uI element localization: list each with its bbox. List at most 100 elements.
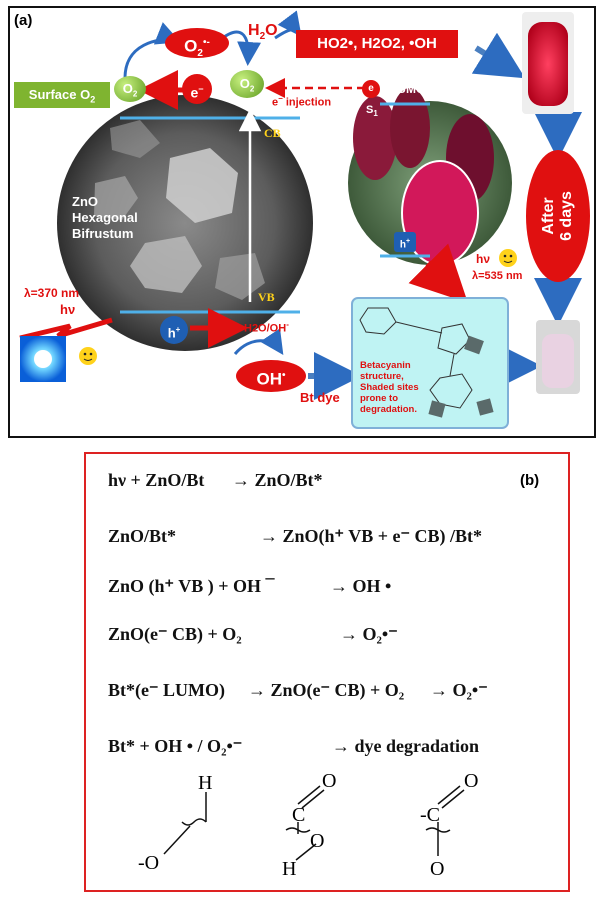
homo-label: HOMO	[378, 262, 416, 276]
s0-sub: 0	[373, 251, 378, 261]
e-injection-label: e− injection	[272, 94, 331, 109]
superoxide-sub: 2	[197, 48, 203, 60]
hole-ball: h+	[160, 316, 188, 344]
s0-label: S0	[366, 246, 378, 260]
vb-label: VB	[258, 290, 275, 304]
betacyanin-line2: structure,	[360, 371, 404, 382]
mechanism-diagram	[19, 10, 590, 429]
surface-o2-box: Surface O2	[14, 82, 110, 108]
fragment-1-o: -O	[138, 852, 160, 874]
faded-vial-image	[536, 320, 580, 394]
bt-dye-label: Bt dye	[300, 390, 340, 405]
electron-label: e	[190, 84, 199, 101]
equation-6-right: → dye degradation	[332, 736, 480, 756]
equation-5: Bt*(e⁻ LUMO) → ZnO(e⁻ CB) + O₂ → O₂•⁻	[108, 680, 488, 701]
equation-4-right: → O₂•⁻	[340, 624, 398, 644]
smiley-sun-icon	[79, 347, 97, 365]
fragment-1-h: H	[198, 772, 213, 794]
s1-label: S1	[366, 104, 378, 118]
o2-ball-left: O2	[114, 76, 146, 102]
panel-b: (b) hν + ZnO/Bt → ZnO/Bt* ZnO/Bt* → ZnO(…	[84, 452, 570, 892]
superoxide-sup: •-	[202, 37, 210, 48]
water-sub: 2	[259, 31, 266, 43]
equation-5-left: Bt*(e⁻ LUMO)	[108, 680, 225, 700]
betacyanin-box	[351, 297, 509, 429]
fragment-2-o-top: O	[322, 770, 337, 792]
s1-s: S	[366, 104, 374, 116]
panel-b-label: (b)	[520, 472, 540, 489]
hole-label: h	[167, 325, 176, 341]
hole-2-label: h	[399, 239, 406, 251]
hv-right-label: hν	[476, 252, 491, 266]
betacyanin-line1: Betacyanin	[360, 360, 411, 371]
equation-4-left: ZnO(e⁻ CB) + O₂	[108, 624, 242, 644]
e-injection-text: injection	[282, 96, 332, 109]
smiley-sun-icon-right	[499, 249, 517, 267]
fragment-structures	[163, 785, 465, 861]
zno-label-line3: Bifrustum	[72, 226, 134, 241]
water-o: O	[265, 22, 278, 39]
equation-1-left: hν + ZnO/Bt	[108, 470, 205, 490]
equation-2: ZnO/Bt* → ZnO(h⁺ VB + e⁻ CB) /Bt*	[108, 526, 482, 547]
equation-3-left: ZnO (h⁺ VB ) + OH ¯	[108, 576, 275, 596]
after-label: After 6 days	[526, 168, 590, 264]
cactus-fruit-image	[348, 88, 512, 266]
panel-a-label: (a)	[14, 12, 33, 29]
betacyanin-line4: prone to	[360, 393, 398, 404]
hole-2-sup: +	[406, 238, 411, 245]
red-vial-image	[522, 12, 574, 114]
superoxide-badge: O2•-	[165, 28, 229, 60]
o2-ball-right-label: O	[239, 76, 250, 91]
betacyanin-line5: degradation.	[360, 404, 418, 415]
vis-wavelength-label: λ=535 nm	[472, 270, 523, 282]
e-small-ball: e	[362, 80, 380, 98]
betacyanin-caption: Betacyanin structure, Shaded sites prone…	[360, 360, 419, 415]
superoxide-label: O	[184, 36, 198, 56]
zno-label-line2: Hexagonal	[72, 210, 138, 225]
hydroxyl-label: OH	[256, 369, 282, 389]
equation-1-right: → ZnO/Bt*	[232, 470, 323, 490]
equation-5-right: → O₂•⁻	[430, 680, 488, 700]
hv-left-label: hν	[60, 302, 76, 317]
after-label-line1: After	[540, 197, 557, 235]
o2-ball-left-sub: 2	[132, 89, 138, 99]
equation-4: ZnO(e⁻ CB) + O₂ → O₂•⁻	[108, 624, 398, 645]
ros-products-box: HO2•, H2O2, •OH	[296, 30, 458, 58]
zno-label: ZnO Hexagonal Bifrustum	[72, 194, 138, 242]
after-badge	[526, 150, 590, 282]
equation-2-right: → ZnO(h⁺ VB + e⁻ CB) /Bt*	[260, 526, 482, 546]
zno-label-line1: ZnO	[72, 194, 98, 209]
o2-ball-right-sub: 2	[249, 84, 255, 94]
fragment-2-h: H	[282, 858, 297, 880]
surface-o2-sub: 2	[90, 94, 96, 105]
equation-1: hν + ZnO/Bt → ZnO/Bt*	[108, 470, 323, 491]
h2o-oh-text: H2O/OH	[244, 322, 287, 335]
cb-label: CB	[264, 126, 281, 140]
fragment-2-c: C	[292, 804, 306, 826]
e-injection-e: e	[272, 96, 279, 109]
betacyanin-line3: Shaded sites	[360, 382, 419, 393]
hole-ball-2: h+	[394, 232, 416, 252]
fragment-3-c: -C	[420, 804, 440, 826]
fragment-3-o-top: O	[464, 770, 479, 792]
electron-sup: −	[198, 84, 204, 94]
equation-6-left: Bt* + OH • / O₂•⁻	[108, 736, 243, 756]
fragment-2-o-bottom: O	[310, 830, 325, 852]
lumo-label: LUMO	[390, 82, 426, 96]
equation-3: ZnO (h⁺ VB ) + OH ¯ → OH •	[108, 576, 391, 597]
equation-3-right: → OH •	[330, 576, 392, 596]
hydroxyl-sup: •	[281, 370, 286, 381]
e-injection-sup: −	[278, 94, 283, 103]
equation-5-middle: → ZnO(e⁻ CB) + O₂	[248, 680, 405, 700]
s0-s: S	[366, 246, 374, 258]
water-label: H2O	[248, 22, 278, 42]
h2o-oh-label: H2O/OH-	[244, 320, 289, 335]
o2-ball-right: O2	[230, 70, 264, 98]
uv-sun-icon	[20, 336, 66, 382]
s1-sub: 1	[373, 109, 378, 119]
panel-a: (a) O2•- H2O HO2•, H2O2, •OH Surface O2 …	[8, 6, 596, 438]
h2o-oh-sup: -	[286, 320, 289, 329]
water-h: H	[248, 22, 260, 39]
after-label-line2: 6 days	[558, 191, 575, 241]
uv-wavelength-label: λ=370 nm	[24, 286, 80, 300]
